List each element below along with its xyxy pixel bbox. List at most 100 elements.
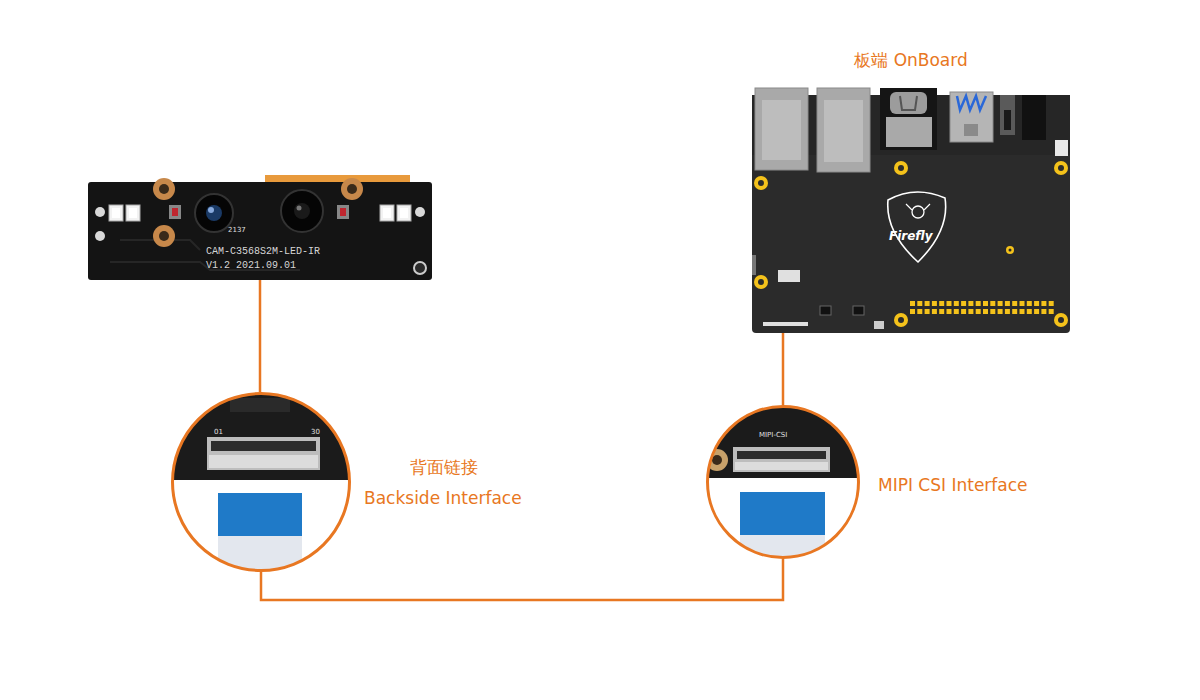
port-part — [964, 124, 978, 136]
zoom-backside — [170, 390, 352, 576]
zoom-mipi-csi-part — [733, 447, 830, 472]
camera-lens-part — [297, 206, 302, 211]
gpio-header-part — [1012, 301, 1017, 306]
board-hole-part — [1058, 165, 1064, 171]
zoom-mipi-csi-part — [737, 451, 826, 459]
board: 板端 OnBoardFirefly — [752, 95, 1070, 333]
ir-led-part — [337, 205, 349, 219]
board-hole-part — [754, 176, 768, 190]
mount-hole-part — [159, 231, 169, 241]
port — [755, 88, 1068, 172]
silkscreen-version: V1.2 2021.09.01 — [206, 260, 296, 272]
port-part — [900, 96, 917, 110]
board-pcb-part — [752, 95, 1070, 333]
zoom-mipi-csi — [705, 404, 861, 565]
port-part — [817, 88, 870, 172]
gpio-header-part — [932, 309, 937, 314]
gpio-header-part — [1027, 301, 1032, 306]
gpio-header-part — [1020, 309, 1025, 314]
zoom-mipi-csi-part — [712, 455, 722, 465]
ir-led-part — [172, 208, 178, 216]
board-hole-part — [898, 165, 904, 171]
zoom-mipi-csi-part — [740, 492, 825, 535]
gpio-header-part — [990, 309, 995, 314]
board-part-part — [763, 322, 808, 326]
gpio-header-part — [1049, 309, 1054, 314]
firefly-logo-part — [906, 204, 930, 210]
gpio-header-part — [1034, 309, 1039, 314]
board-pcb — [752, 95, 1070, 333]
board-hole-part — [894, 313, 908, 327]
zoom-backside-part — [218, 493, 302, 536]
camera-pcb — [88, 175, 432, 280]
board-heading: 板端 OnBoard — [752, 51, 1070, 71]
ir-led-part — [169, 205, 181, 219]
gpio-header-part — [939, 301, 944, 306]
gpio-header-part — [983, 309, 988, 314]
gpio-header-part — [1041, 301, 1046, 306]
zoom-backside-part — [170, 390, 352, 482]
zoom-backside-part — [209, 455, 318, 468]
zoom-circle: MIPI CSI InterfaceMIPI-CSI — [706, 405, 860, 559]
camera-module: 2137CAM-C3568S2M-LED-IRV1.2 2021.09.01 — [88, 182, 432, 280]
camera-pcb-part — [415, 207, 425, 217]
connector-label: MIPI-CSI — [759, 431, 787, 439]
pin-number: 30 — [311, 428, 320, 436]
ir-led-part — [340, 208, 346, 216]
gpio-header-part — [998, 309, 1003, 314]
board-part-part — [752, 255, 756, 275]
gpio-header-part — [954, 309, 959, 314]
gpio-header-part — [925, 309, 930, 314]
interface-label: 背面链接 — [410, 458, 478, 478]
board-hole-part — [894, 161, 908, 175]
zoom-mipi-csi-part — [735, 462, 828, 470]
led-part — [129, 208, 137, 218]
gpio-header-part — [1020, 301, 1025, 306]
board-hole-part — [758, 180, 764, 186]
port-part — [957, 96, 986, 110]
led-part — [380, 205, 394, 221]
gpio-header-part — [954, 301, 959, 306]
firefly-logo — [888, 192, 946, 262]
gpio-header-part — [961, 309, 966, 314]
cable-line — [259, 280, 262, 392]
gpio-header-part — [1049, 301, 1054, 306]
port-part — [762, 100, 801, 160]
port-part — [824, 100, 863, 162]
led-part — [400, 208, 408, 218]
camera-lens — [195, 190, 323, 232]
interface-label: Backside Interface — [364, 489, 522, 509]
board-part — [752, 255, 884, 329]
gpio-header-part — [983, 301, 988, 306]
port-part — [880, 88, 937, 150]
gpio-header-part — [910, 301, 915, 306]
port-part — [1004, 110, 1011, 130]
camera-pcb-part — [95, 207, 105, 217]
camera-pcb-part — [95, 231, 105, 241]
gpio-header-part — [976, 301, 981, 306]
gpio-header-part — [947, 301, 952, 306]
camera-lens-part — [195, 194, 233, 232]
camera-lens-part — [281, 190, 323, 232]
gpio-header-part — [990, 301, 995, 306]
camera-lens-part — [208, 207, 214, 213]
logo-text: Firefly — [889, 230, 933, 244]
board-hole-part — [1009, 249, 1012, 252]
mount-hole-part — [153, 225, 175, 247]
pin-number: 01 — [214, 428, 223, 436]
gpio-header-part — [961, 301, 966, 306]
gpio-header-part — [932, 301, 937, 306]
gpio-header-part — [1041, 309, 1046, 314]
port-part — [886, 117, 932, 147]
gpio-header-part — [939, 309, 944, 314]
led-part — [112, 208, 120, 218]
firefly-logo-part — [888, 192, 946, 262]
cable-line — [261, 559, 783, 600]
board-hole-part — [754, 275, 768, 289]
zoom-mipi-csi-part — [705, 404, 861, 480]
port-part — [755, 88, 808, 170]
zoom-mipi-csi-part — [706, 449, 728, 471]
board-part-part — [853, 306, 864, 315]
